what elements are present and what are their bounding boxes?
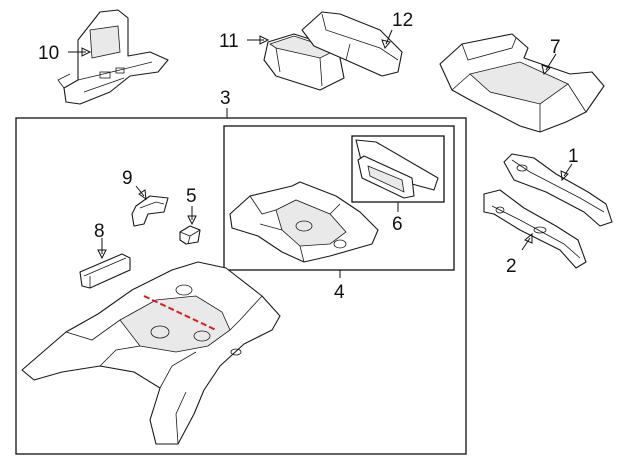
arrow-9 xyxy=(138,189,147,201)
callout-10: 10 xyxy=(38,43,59,64)
arrow-11 xyxy=(259,35,270,45)
callout-5: 5 xyxy=(186,186,197,207)
callout-1: 1 xyxy=(568,146,579,167)
part-1-side-rail[interactable] xyxy=(503,153,613,227)
callout-4: 4 xyxy=(334,282,345,303)
arrow-5 xyxy=(187,215,197,226)
part-4-floor-pan[interactable] xyxy=(229,181,379,263)
arrow-1 xyxy=(560,170,569,182)
callout-12: 12 xyxy=(392,10,413,31)
part-6-reinforcement[interactable] xyxy=(355,139,439,199)
callout-3: 3 xyxy=(220,88,231,109)
leader-2 xyxy=(521,237,531,251)
callout-7: 7 xyxy=(550,37,561,58)
part-2-side-rail[interactable] xyxy=(483,189,587,269)
leader-1 xyxy=(563,163,573,177)
part-12-cover[interactable] xyxy=(301,11,403,77)
frame-3 xyxy=(15,117,467,455)
callout-6: 6 xyxy=(392,214,403,235)
frame-4 xyxy=(223,125,455,271)
arrow-8 xyxy=(97,249,107,260)
part-5-clip[interactable] xyxy=(179,225,201,245)
arrow-7 xyxy=(541,64,551,75)
arrow-2 xyxy=(524,232,533,244)
part-9-bracket[interactable] xyxy=(131,195,169,227)
arrow-12 xyxy=(381,39,391,49)
leader-9 xyxy=(135,185,145,197)
part-8-bracket[interactable] xyxy=(79,253,131,289)
part-3-floor-assembly[interactable] xyxy=(21,261,281,445)
part-10-bracket[interactable] xyxy=(57,9,169,105)
arrow-10 xyxy=(81,47,92,57)
callout-8: 8 xyxy=(94,221,105,242)
callout-9: 9 xyxy=(122,168,133,189)
callout-11: 11 xyxy=(219,31,239,52)
part-7-crossmember[interactable] xyxy=(439,33,605,133)
callout-2: 2 xyxy=(506,256,517,277)
